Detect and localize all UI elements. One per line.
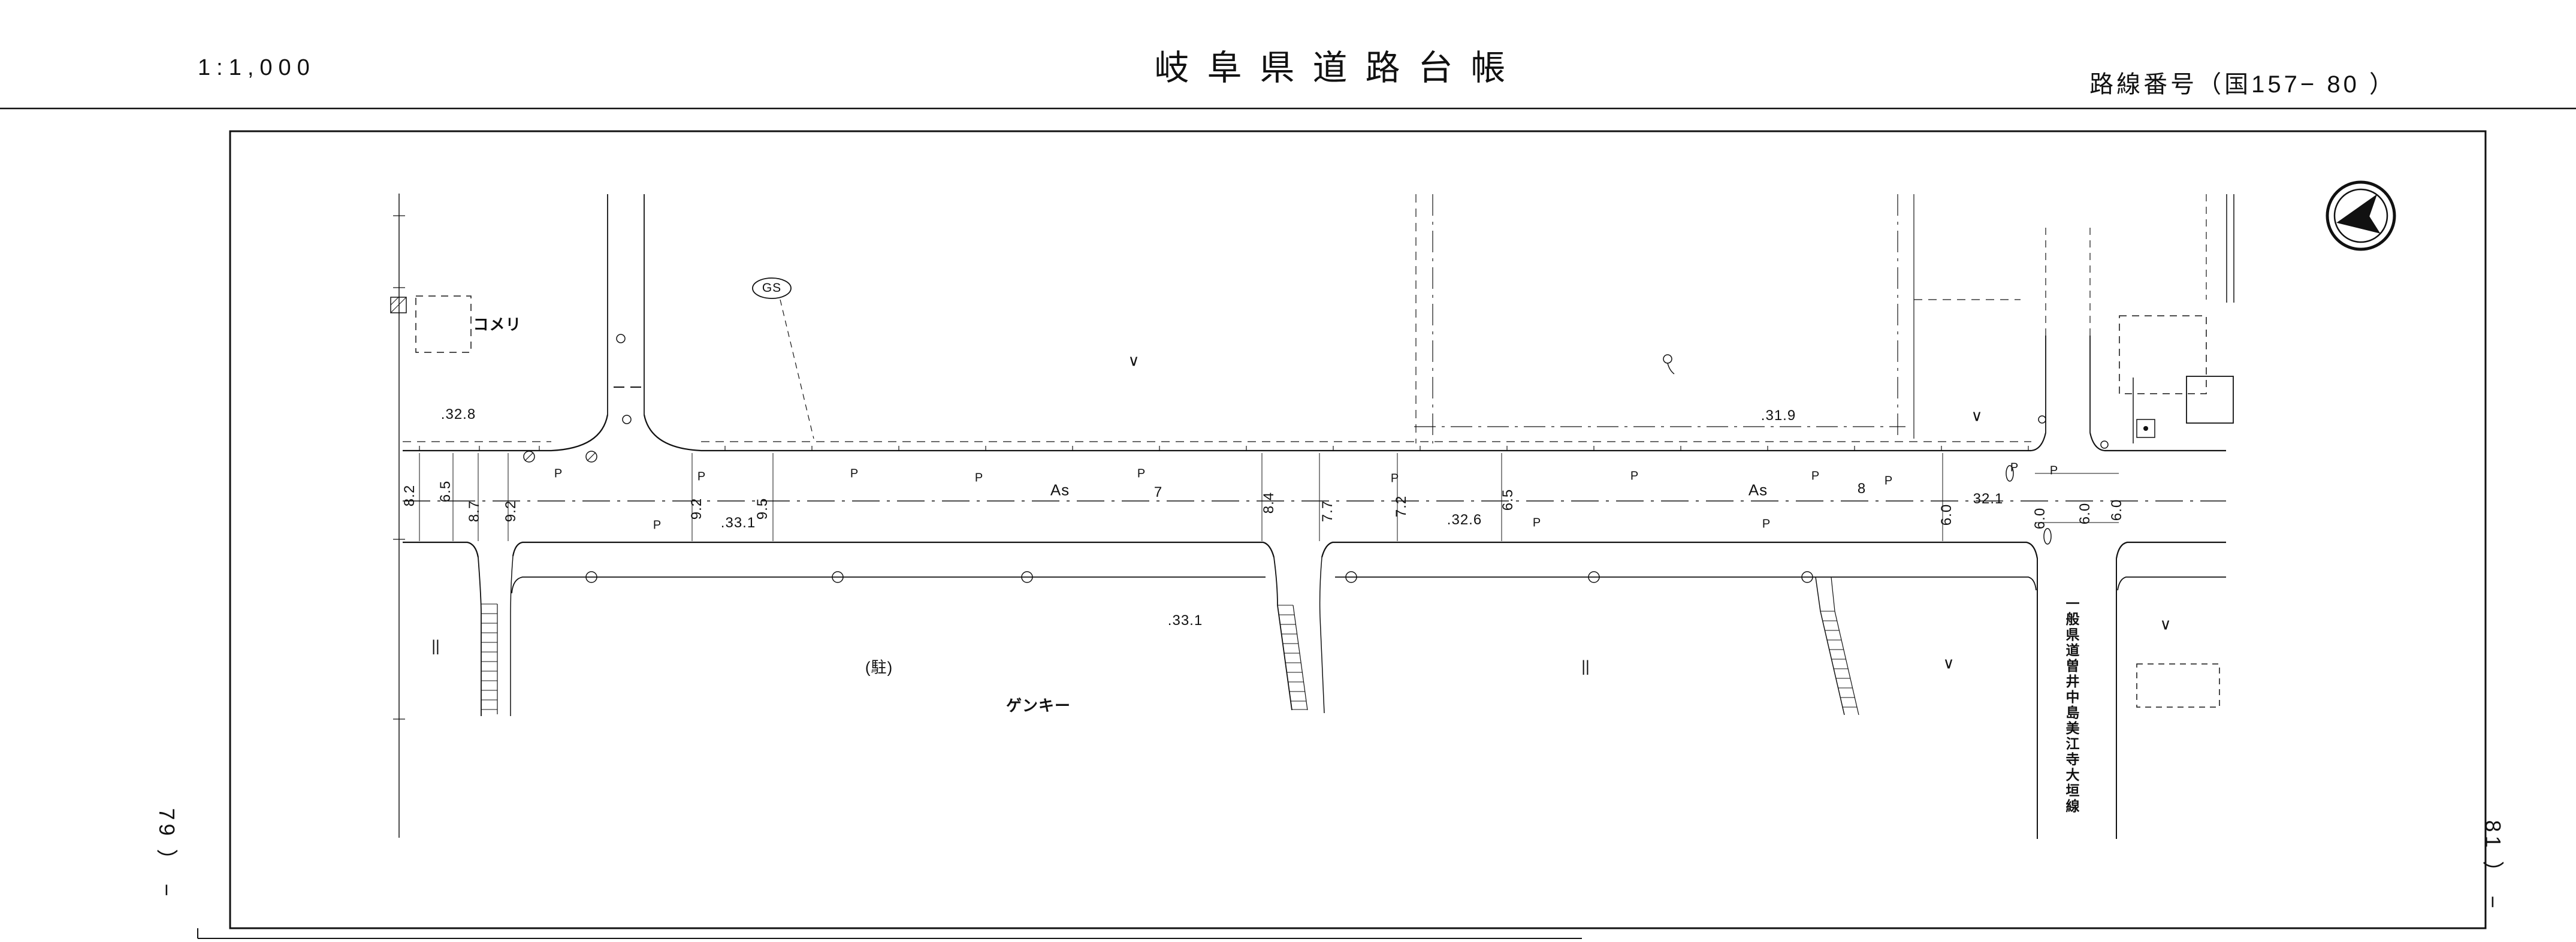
sheet-title: 岐阜県道路台帳 [1154,49,1524,87]
manhole-symbols [523,334,632,463]
route-number-label: 路線番号（国157− 80 ） [2089,71,2396,98]
sheet-bottom-line [197,928,1582,939]
road-top-edge [403,414,2226,452]
road-bottom-edge [403,541,2226,559]
side-road-upper-left [607,194,645,415]
buildings-top-right [2119,194,2234,438]
crossing-road-right [2006,228,2134,839]
map-frame [229,130,2487,929]
pole-symbols [585,571,1813,583]
dimension-ticks [419,453,1943,541]
gs-ellipse [752,277,792,299]
small-building-symbol [390,297,407,313]
wall-hatch-right-middle [1815,576,1859,715]
north-arrow-icon [2326,180,2396,251]
branch-road-middle [1273,557,1325,714]
scale-label: 1:1,000 [198,55,316,80]
adjacent-sheet-left: 79 ） − [155,808,179,900]
branch-road-left [478,555,514,716]
adjacent-sheet-right: 81 ） − [2481,820,2505,912]
building-bottom-right [2136,663,2220,708]
frontage-line [511,576,2226,594]
streetlight-symbol [1663,354,1675,375]
komeri-site-outline [415,295,472,353]
